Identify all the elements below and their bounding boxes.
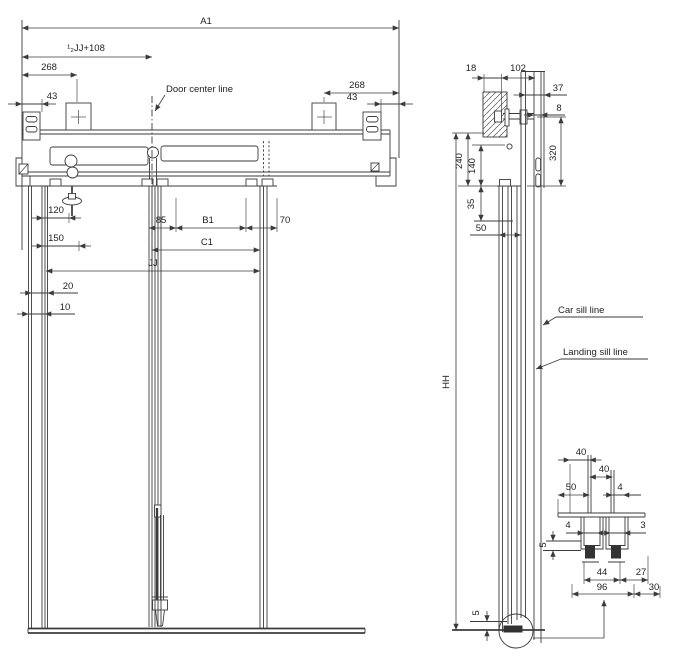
guide-shoe-right (611, 545, 621, 559)
track-cover-left (49, 146, 149, 166)
sill-lines-side (533, 72, 542, 643)
header-plate-side (506, 71, 545, 618)
sill-detail-view: 40 40 50 4 4 3 5 44 (538, 447, 661, 598)
door-center-line-label: Door center line (166, 84, 233, 95)
dim-30: 30 (649, 582, 660, 593)
dim-5-step: 5 (538, 542, 549, 547)
dim-40b: 40 (599, 464, 610, 475)
left-end-cap (15, 157, 31, 187)
front-sill (27, 627, 366, 634)
center-guide-shoe (152, 504, 168, 627)
front-view: Door center line A1 ¹₂JJ+108 268 43 268 … (8, 16, 413, 634)
dim-3-groove: 3 (640, 520, 645, 531)
dim-43-left: 43 (47, 91, 58, 102)
door-header-assembly (15, 20, 400, 250)
dim-150: 150 (48, 233, 64, 244)
dim-43-right: 43 (347, 92, 358, 103)
front-view-dimensions: A1 ¹₂JJ+108 268 43 268 43 120 (8, 16, 413, 317)
right-hanger-plate (311, 102, 337, 131)
dim-hh: HH (441, 375, 452, 389)
dim-37: 37 (553, 83, 564, 94)
dim-85: 85 (156, 215, 167, 226)
dim-50-detail: 50 (566, 482, 577, 493)
eccentric-roller-lower (66, 166, 79, 179)
dim-44: 44 (597, 567, 608, 578)
left-hanger-plate (65, 102, 92, 131)
dim-120: 120 (48, 205, 64, 216)
landing-sill-label: Landing sill line (563, 347, 628, 358)
dim-8: 8 (556, 103, 561, 114)
car-sill-label: Car sill line (558, 305, 604, 316)
left-fixing-bracket (22, 111, 41, 141)
dim-320: 320 (548, 145, 559, 161)
dim-20: 20 (63, 281, 74, 292)
dim-5-bottom: 5 (471, 610, 482, 615)
dim-4-rail: 4 (617, 482, 622, 493)
dim-half-jj: ¹₂JJ+108 (67, 43, 105, 54)
door-panels-side (497, 179, 521, 632)
right-end-cap (370, 157, 397, 187)
dim-140: 140 (467, 158, 478, 174)
dim-96: 96 (597, 582, 608, 593)
dim-240: 240 (454, 153, 465, 169)
door-panels-front (28, 186, 268, 629)
hanger-bolt (62, 186, 82, 216)
dim-35: 35 (466, 199, 477, 210)
center-roller (147, 146, 159, 159)
dim-18: 18 (466, 63, 477, 74)
sill-detail-circle (498, 600, 607, 649)
dim-50-side: 50 (476, 223, 487, 234)
fixing-bolt (494, 74, 534, 127)
dim-10: 10 (60, 302, 71, 313)
dim-27: 27 (636, 567, 647, 578)
sill-detail-dimensions: 40 40 50 4 4 3 5 44 (538, 447, 661, 598)
side-view-dimensions: 18 102 37 8 320 240 140 35 (441, 63, 648, 641)
dim-a1: A1 (200, 16, 212, 27)
dim-40a: 40 (576, 447, 587, 458)
eccentric-roller-upper (64, 154, 78, 168)
dim-jj: JJ (148, 258, 158, 269)
dim-268-left: 268 (41, 62, 57, 73)
right-fixing-bracket (362, 111, 382, 141)
dim-4-groove: 4 (565, 520, 570, 531)
dim-b1: B1 (202, 215, 214, 226)
guide-shoe-left (585, 545, 595, 559)
track-cover-right (160, 145, 259, 162)
side-view: 18 102 37 8 320 240 140 35 (441, 63, 648, 649)
dim-70: 70 (280, 215, 291, 226)
dim-c1: C1 (201, 237, 213, 248)
dim-268-right: 268 (349, 80, 365, 91)
dim-102: 102 (510, 63, 526, 74)
